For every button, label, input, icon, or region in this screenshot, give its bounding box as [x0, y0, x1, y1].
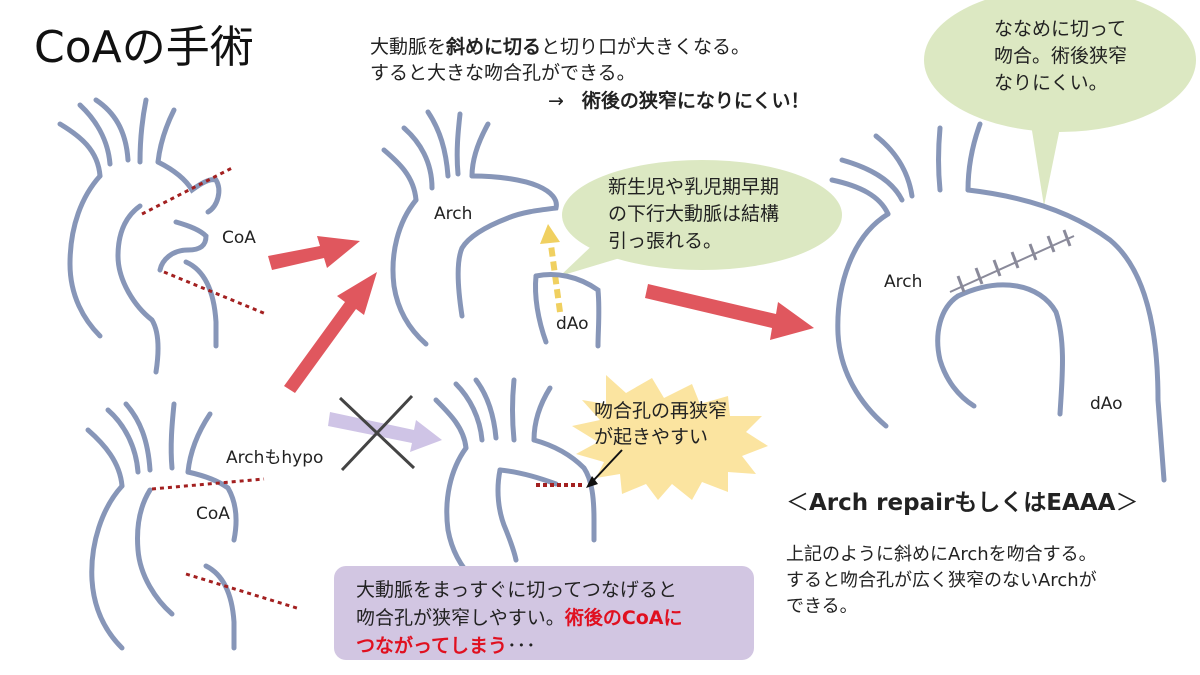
- intro-conclusion: → 術後の狭窄になりにくい！: [548, 88, 810, 114]
- note-line-2-plain: 吻合孔が狭窄しやすい。: [356, 607, 565, 629]
- aorta-straight: [433, 377, 597, 583]
- intro-text: 大動脈を斜めに切ると切り口が大きくなる。 すると大きな吻合孔ができる。: [370, 34, 750, 86]
- intro-line-1: 大動脈を斜めに切ると切り口が大きくなる。: [370, 34, 750, 60]
- burst-shape: [572, 375, 768, 500]
- intro-pre: 大動脈を: [370, 36, 447, 58]
- bubble-top-right-text: ななめに切って 吻合。術後狭窄 なりにくい。: [994, 16, 1127, 97]
- intro-post: と切り口が大きくなる。: [541, 36, 751, 58]
- burst-pointer: [586, 449, 623, 488]
- bubble-middle-line-1: 新生児や乳児期早期: [608, 176, 780, 198]
- bubble-middle-line-3: 引っ張れる。: [608, 230, 723, 252]
- intro-line-2: すると大きな吻合孔ができる。: [370, 62, 636, 84]
- aorta-arch-repair: [829, 121, 1167, 483]
- arrow-coa-to-arch: [268, 236, 360, 270]
- note-box: [334, 566, 754, 660]
- bubble-top-right-line-2: 吻合。術後狭窄: [994, 45, 1128, 67]
- repair-open-bracket: ＜: [786, 490, 809, 516]
- repair-text: Arch repairもしくはEAAA: [809, 490, 1116, 516]
- label-arch-mid: Arch: [434, 204, 473, 224]
- label-arch-right: Arch: [884, 272, 923, 292]
- note-box-text: 大動脈をまっすぐに切ってつなげると 吻合孔が狭窄しやすい。術後のCoAに つなが…: [356, 576, 683, 660]
- burst-line-1: 吻合孔の再狭窄: [594, 400, 728, 422]
- label-dao-mid: dAo: [556, 314, 589, 334]
- arrow-arch-to-repair: [645, 284, 814, 340]
- aorta-coa: [57, 97, 222, 375]
- burst-line-2: が起きやすい: [594, 426, 709, 448]
- note-line-3-tail: ･･･: [507, 635, 536, 657]
- note-line-1: 大動脈をまっすぐに切ってつなげると: [356, 579, 677, 601]
- arrow-symbol: →: [548, 90, 564, 112]
- repair-heading: ＜Arch repairもしくはEAAA＞: [786, 488, 1138, 518]
- intro-bold: 斜めに切る: [446, 36, 542, 58]
- repair-description: 上記のように斜めにArchを吻合する。 すると吻合孔が広く狭窄のないArchが …: [786, 542, 1097, 620]
- description-line-2: すると吻合孔が広く狭窄のないArchが: [786, 570, 1097, 591]
- dashed-pull-arrow: [540, 224, 563, 313]
- label-coa-top: CoA: [222, 228, 256, 248]
- burst-text: 吻合孔の再狭窄 が起きやすい: [594, 398, 727, 450]
- cross-mark: [338, 394, 416, 472]
- arrow-hypo-to-straight: [328, 412, 442, 452]
- description-line-3: できる。: [786, 596, 858, 617]
- label-coa-bottom: CoA: [196, 504, 230, 524]
- note-line-3: つながってしまう･･･: [356, 632, 683, 660]
- note-line-2-red: 術後のCoAに: [564, 607, 683, 629]
- conclusion-text: 術後の狭窄になりにくい！: [581, 90, 810, 112]
- cut-lines-hypo: [151, 477, 301, 611]
- note-line-3-red: つながってしまう: [356, 635, 508, 657]
- label-dao-right: dAo: [1090, 394, 1123, 414]
- arrow-hypo-to-arch: [284, 272, 377, 393]
- aorta-arch-hypo: [85, 401, 239, 651]
- bubble-middle-shape: [560, 160, 842, 276]
- repair-close-bracket: ＞: [1115, 490, 1139, 516]
- bubble-middle-line-2: の下行大動脈は結構: [608, 203, 780, 225]
- cut-lines-coa: [141, 166, 267, 316]
- bubble-top-right-line-3: なりにくい。: [994, 72, 1108, 94]
- bubble-top-right-shape: [924, 0, 1196, 206]
- aorta-arch-pulled: [381, 109, 602, 349]
- description-line-1: 上記のように斜めにArchを吻合する。: [786, 544, 1097, 565]
- bubble-top-right-line-1: ななめに切って: [994, 18, 1127, 40]
- label-arch-hypo: Archもhypo: [226, 448, 324, 468]
- note-line-2: 吻合孔が狭窄しやすい。術後のCoAに: [356, 604, 683, 632]
- bubble-middle-text: 新生児や乳児期早期 の下行大動脈は結構 引っ張れる。: [608, 174, 779, 255]
- oblique-suture: [949, 229, 1075, 293]
- page-title: CoAの手術: [34, 22, 254, 73]
